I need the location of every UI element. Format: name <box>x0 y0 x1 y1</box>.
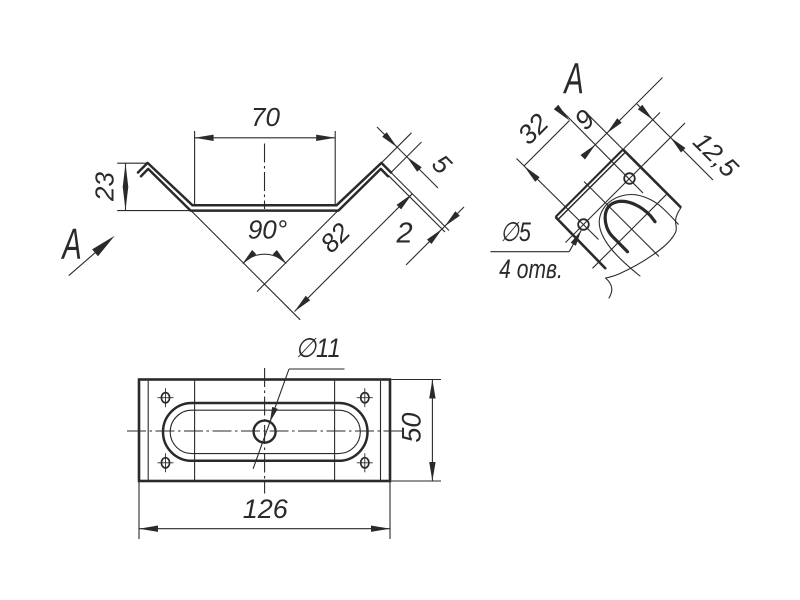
svg-text:50: 50 <box>397 413 427 443</box>
svg-text:90°: 90° <box>248 215 287 245</box>
svg-text:126: 126 <box>243 494 289 524</box>
svg-text:A: A <box>563 53 584 103</box>
svg-text:23: 23 <box>89 172 119 202</box>
svg-text:∅5: ∅5 <box>500 218 531 248</box>
svg-text:4 отв.: 4 отв. <box>499 255 563 285</box>
svg-text:∅11: ∅11 <box>295 334 340 364</box>
svg-text:70: 70 <box>251 102 280 132</box>
svg-text:A: A <box>61 219 82 269</box>
svg-text:2: 2 <box>396 218 413 250</box>
